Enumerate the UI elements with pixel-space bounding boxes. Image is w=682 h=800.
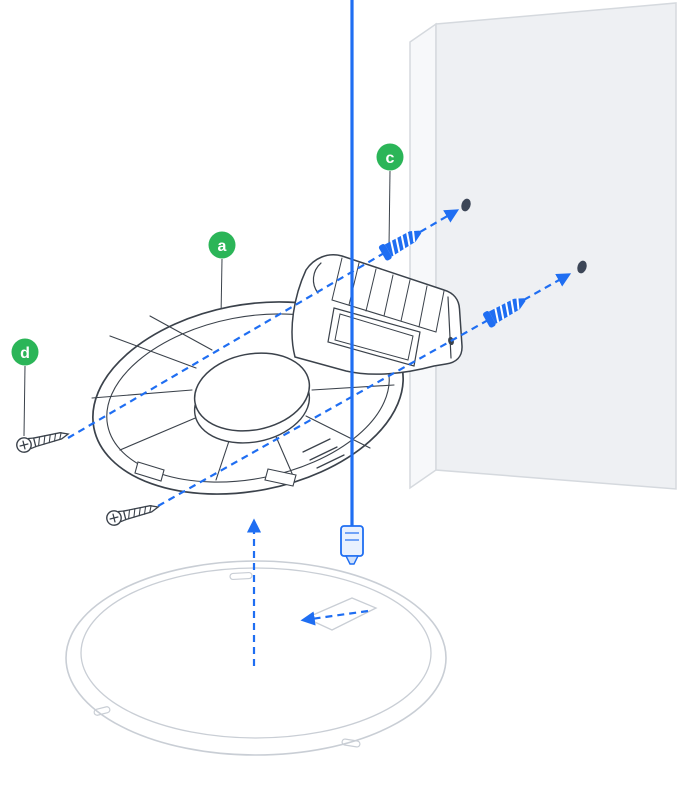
badge-a-circle — [208, 231, 236, 259]
arrow-cable-into-port — [300, 609, 369, 626]
screw-guide-line-bottom — [157, 273, 572, 507]
badge-d: d — [11, 338, 39, 366]
badge-c-label: c — [386, 150, 395, 167]
screw-bottom — [104, 499, 161, 528]
rj45-connector-body — [340, 525, 364, 557]
badge-d-circle — [11, 338, 39, 366]
rj45-connector-clip — [344, 555, 360, 565]
badge-c: c — [376, 143, 404, 171]
badge-a-label: a — [218, 238, 227, 255]
access-point — [65, 560, 447, 756]
wall-front-face — [435, 2, 677, 490]
access-point-outline — [65, 560, 447, 756]
badge-d-label: d — [20, 345, 30, 362]
badge-a-pointer-line — [220, 258, 223, 318]
wall-hole-bottom — [577, 260, 587, 274]
screw-top — [14, 426, 71, 455]
badge-c-pointer-line — [388, 170, 391, 248]
bracket-tab-right — [264, 468, 297, 487]
bracket-clip-hatch — [302, 438, 345, 469]
bracket-opening-inner — [334, 313, 414, 361]
wall-side-face — [409, 22, 437, 490]
rj45-connector — [340, 525, 364, 565]
bracket-tab-left — [134, 461, 165, 482]
bracket-boss-top — [193, 352, 311, 432]
badge-d-pointer-line — [23, 365, 26, 437]
access-point-top-ring — [80, 567, 432, 739]
wall-hole-top — [461, 198, 471, 212]
access-point-details — [93, 571, 361, 748]
badge-c-circle — [376, 143, 404, 171]
wall — [409, 2, 677, 490]
badge-a: a — [208, 231, 236, 259]
mounting-bracket — [91, 254, 463, 495]
bracket-flange-edge — [447, 296, 452, 359]
bracket-cable-hook — [312, 262, 322, 294]
